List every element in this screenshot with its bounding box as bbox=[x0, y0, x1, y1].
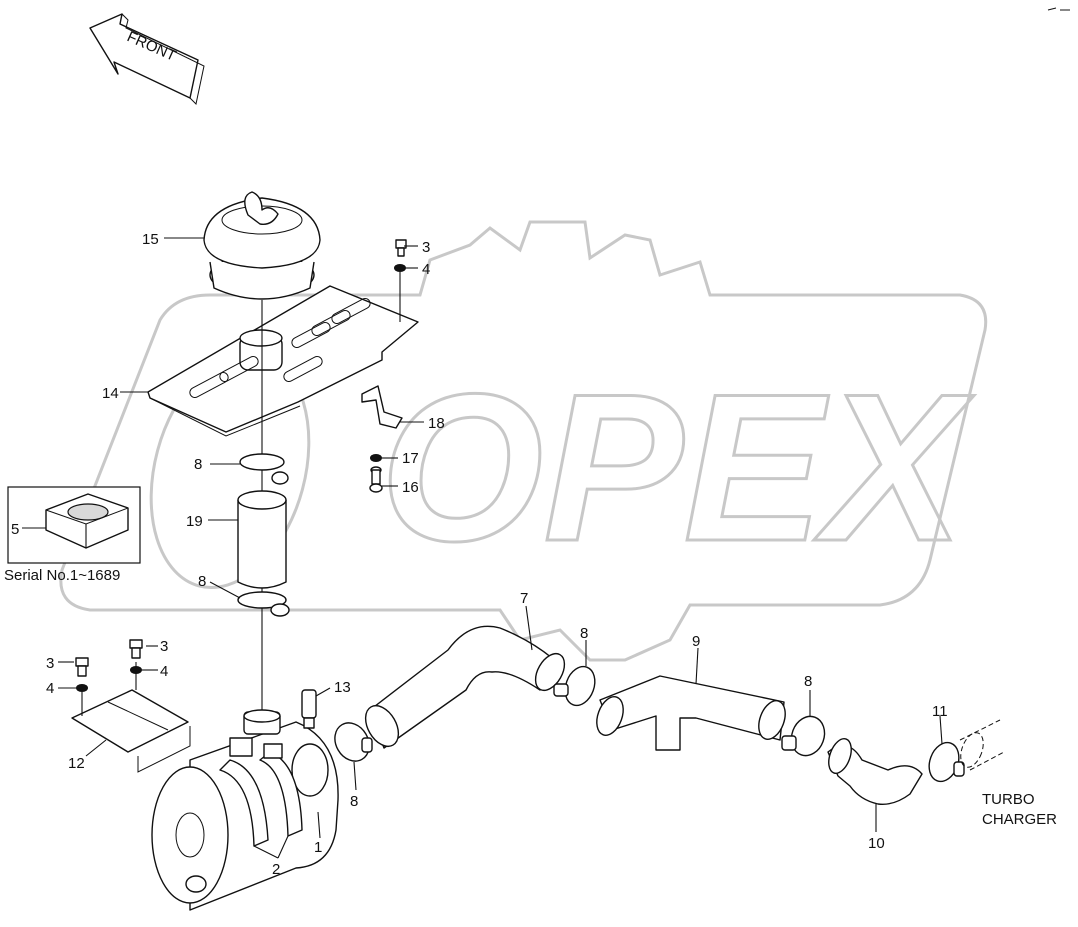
bracket-18 bbox=[361, 385, 403, 429]
pipe-9 bbox=[596, 675, 786, 751]
hose-10 bbox=[827, 738, 923, 805]
leader-lines bbox=[22, 237, 943, 859]
inset-caption: Serial No.1~1689 bbox=[4, 567, 120, 584]
callout-14: 14 bbox=[102, 385, 119, 402]
clamp-aircleaner bbox=[334, 722, 373, 762]
callout-3-left: 3 bbox=[46, 655, 54, 672]
hose-7 bbox=[364, 625, 566, 749]
callout-10: 10 bbox=[868, 835, 885, 852]
callout-9: 9 bbox=[692, 633, 700, 650]
callout-2: 2 bbox=[272, 861, 280, 878]
clamp-7-9 bbox=[553, 665, 596, 707]
callout-8-lower: 8 bbox=[198, 573, 206, 590]
air-cleaner bbox=[151, 709, 339, 911]
callout-1: 1 bbox=[314, 839, 322, 856]
callout-8-upper: 8 bbox=[194, 456, 202, 473]
callout-12: 12 bbox=[68, 755, 85, 772]
callout-16: 16 bbox=[402, 479, 419, 496]
callout-8-aircleaner: 8 bbox=[350, 793, 358, 810]
clamp-11 bbox=[928, 741, 965, 783]
callout-3-top: 3 bbox=[422, 239, 430, 256]
watermark-logo: OPEX bbox=[59, 220, 988, 662]
clamp-9-10 bbox=[781, 715, 826, 757]
clamp-upper bbox=[239, 453, 289, 485]
callout-19: 19 bbox=[186, 513, 203, 530]
callout-17: 17 bbox=[402, 450, 419, 467]
sensor-13 bbox=[301, 689, 317, 729]
bolt-washer-top bbox=[394, 239, 407, 322]
bolt-washer-16-17 bbox=[369, 454, 383, 493]
turbo-label-line2: CHARGER bbox=[982, 811, 1057, 828]
bolt-washer-left bbox=[75, 639, 143, 692]
callout-labels: 15 3 4 14 18 8 17 16 19 5 Serial No.1~16… bbox=[4, 231, 1057, 878]
hose-19 bbox=[237, 490, 287, 589]
callout-3-right: 3 bbox=[160, 638, 168, 655]
callout-7: 7 bbox=[520, 590, 528, 607]
callout-4-left: 4 bbox=[46, 680, 54, 697]
turbo-label-line1: TURBO bbox=[982, 791, 1035, 808]
inset-box bbox=[7, 486, 141, 564]
clamp-lower bbox=[237, 591, 290, 617]
callout-4-top: 4 bbox=[422, 261, 430, 278]
precleaner-cap bbox=[203, 191, 321, 300]
front-arrow: FRONT bbox=[89, 13, 205, 106]
callout-11: 11 bbox=[932, 703, 948, 720]
callout-4-right: 4 bbox=[160, 663, 168, 680]
callout-5: 5 bbox=[11, 521, 19, 538]
turbo-charger-stub bbox=[959, 719, 1005, 771]
bracket-12 bbox=[71, 662, 191, 773]
callout-15: 15 bbox=[142, 231, 159, 248]
callout-18: 18 bbox=[428, 415, 445, 432]
mounting-plate bbox=[147, 285, 419, 437]
watermark-text: OPEX bbox=[380, 350, 974, 585]
callout-8-mid: 8 bbox=[580, 625, 588, 642]
callout-13: 13 bbox=[334, 679, 351, 696]
callout-8-right: 8 bbox=[804, 673, 812, 690]
